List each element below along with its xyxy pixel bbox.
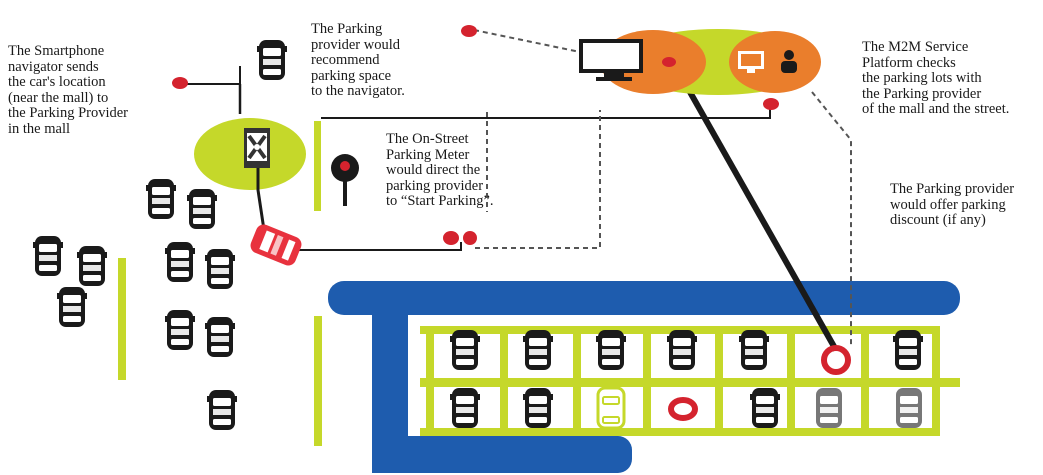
link-phone-to-provider [186, 66, 240, 84]
car-topview-icon [523, 330, 553, 370]
provider-note: The Parking provider would recommend par… [311, 22, 405, 100]
location-pin-icon [172, 77, 188, 89]
location-pin-icon [443, 231, 459, 245]
location-pin-icon [461, 25, 477, 37]
meter-note: The On-Street Parking Meter would direct… [386, 132, 494, 210]
location-pin-icon [463, 231, 477, 245]
car-topview-icon [257, 40, 287, 80]
parking-meter-icon [331, 154, 359, 206]
car-topview-icon [207, 390, 237, 430]
street-lane-marker-3 [314, 121, 321, 211]
car-topview-icon [667, 330, 697, 370]
parking-spot-target-icon [824, 348, 848, 372]
link-meter-to-car [288, 242, 461, 250]
car-topview-icon [739, 330, 769, 370]
navigator-note: The Smartphone navigator sends the car's… [8, 44, 128, 137]
discount-note: The Parking provider would offer parking… [890, 182, 1014, 229]
car-topview-icon [523, 388, 553, 428]
parking-lot-road-bottom [372, 436, 632, 473]
car-topview-icon [450, 388, 480, 428]
car-topview-icon [33, 236, 63, 276]
car-topview-icon [205, 249, 235, 289]
car-topview-icon [896, 388, 922, 428]
parking-lot-road-top [328, 281, 960, 315]
street-lane-marker-2 [314, 316, 322, 446]
car-topview-icon [205, 317, 235, 357]
car-topview-icon [750, 388, 780, 428]
car-topview-icon [165, 242, 195, 282]
street-lane-marker-1 [118, 258, 126, 380]
m2m-service-platform [579, 29, 821, 95]
car-topview-icon [77, 246, 107, 286]
location-pin-icon [662, 57, 676, 67]
car-topview-icon [187, 189, 217, 229]
car-topview-icon [165, 310, 195, 350]
platform-note: The M2M Service Platform checks the park… [862, 40, 1009, 118]
car-topview-icon [816, 388, 842, 428]
parking-spot-target-icon [671, 400, 695, 418]
smartphone-icon [244, 128, 270, 168]
car-topview-icon [598, 388, 624, 428]
car-topview-icon [57, 287, 87, 327]
car-topview-icon [596, 330, 626, 370]
car-topview-icon [450, 330, 480, 370]
target-car [248, 222, 304, 268]
car-topview-icon [893, 330, 923, 370]
car-topview-icon [146, 179, 176, 219]
location-pin-icon [763, 98, 779, 110]
